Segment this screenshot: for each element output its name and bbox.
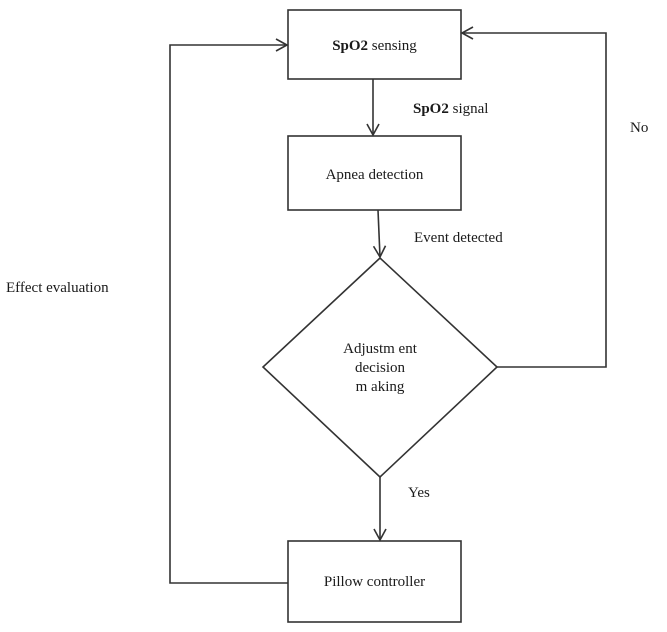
edge-effect-evaluation-loop — [169, 38, 289, 584]
spo2-sensing-label: SpO2 sensing — [332, 38, 417, 54]
edge-label-event-detected: Event detected — [414, 230, 503, 246]
node-pillow-controller: Pillow controller — [287, 540, 462, 623]
decision-label-line-2: decision — [355, 360, 405, 376]
edge-detection-to-decision — [372, 209, 387, 259]
decision-label-line-3: m aking — [356, 379, 405, 395]
pillow-controller-box — [287, 540, 462, 623]
spo2-sensing-box — [287, 9, 462, 80]
edge-label-yes: Yes — [408, 485, 430, 501]
edge-label-spo2-signal: SpO2 signal — [413, 101, 488, 117]
edge-decision-no-loop — [460, 26, 607, 368]
pillow-controller-label: Pillow controller — [324, 574, 425, 590]
decision-label-line-1: Adjustm ent — [343, 341, 418, 357]
apnea-detection-label: Apnea detection — [326, 167, 424, 183]
edge-label-no: No — [630, 120, 648, 136]
node-spo2-sensing: SpO2 sensing — [287, 9, 462, 80]
node-decision: Adjustm ent decision m aking — [261, 256, 499, 479]
edge-label-effect-evaluation: Effect evaluation — [6, 280, 109, 296]
apnea-detection-box — [287, 135, 462, 211]
node-apnea-detection: Apnea detection — [287, 135, 462, 211]
